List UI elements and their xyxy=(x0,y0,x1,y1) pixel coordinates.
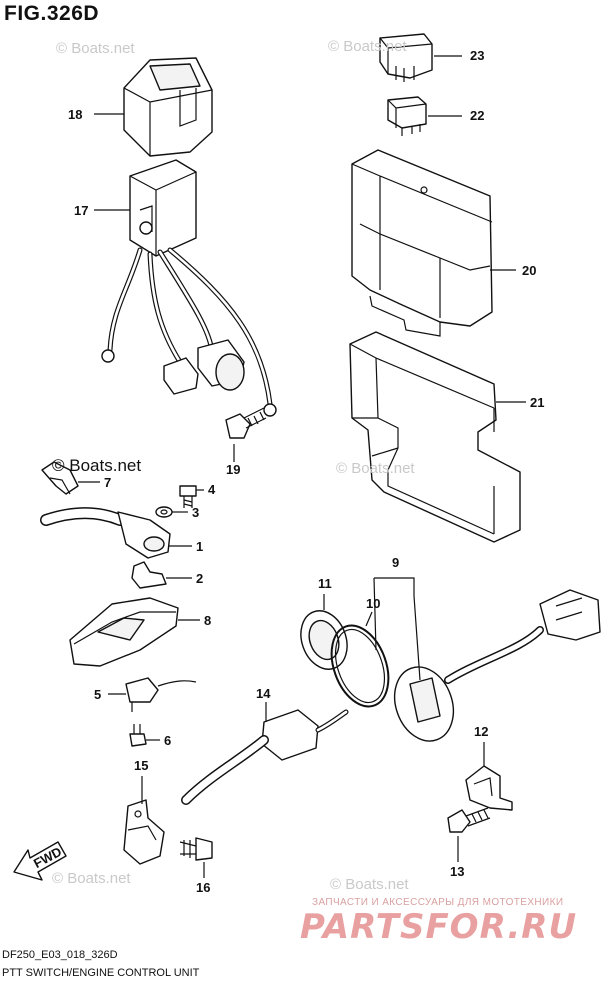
part-7-clamp[interactable] xyxy=(41,461,79,495)
leader-lines xyxy=(78,55,526,878)
callout-10: 10 xyxy=(366,596,380,611)
figure-title: FIG.326D xyxy=(4,2,100,25)
callout-15: 15 xyxy=(134,758,148,773)
watermark: © Boats.net xyxy=(336,460,415,477)
callout-4: 4 xyxy=(208,482,216,497)
callout-21: 21 xyxy=(530,395,544,410)
watermark: © Boats.net xyxy=(56,40,135,57)
part-5-switch[interactable] xyxy=(125,677,197,712)
callout-11: 11 xyxy=(318,576,332,591)
callout-8: 8 xyxy=(204,613,211,628)
shop-logo: PARTSFOR.RU xyxy=(300,907,578,947)
callout-9: 9 xyxy=(392,555,399,570)
part-8-housing[interactable] xyxy=(69,597,179,667)
part-15-bracket[interactable] xyxy=(123,799,165,865)
callout-2: 2 xyxy=(196,571,203,586)
part-17-harness[interactable] xyxy=(101,159,277,417)
part-21-bracket[interactable] xyxy=(349,331,521,543)
part-13-bolt[interactable] xyxy=(447,807,491,833)
part-22-relay[interactable] xyxy=(387,96,427,136)
watermark: © Boats.net xyxy=(52,870,131,887)
part-1-sensor[interactable] xyxy=(40,507,171,559)
callout-14: 14 xyxy=(256,686,271,701)
callout-1: 1 xyxy=(196,539,203,554)
callout-22: 22 xyxy=(470,108,484,123)
callout-13: 13 xyxy=(450,864,464,879)
callout-20: 20 xyxy=(522,263,536,278)
part-11-bezel[interactable] xyxy=(293,604,355,675)
watermark: © Boats.net xyxy=(328,38,407,55)
part-6-screw[interactable] xyxy=(129,724,147,747)
callout-7: 7 xyxy=(104,475,111,490)
callout-3: 3 xyxy=(192,505,199,520)
part-12-clip[interactable] xyxy=(465,765,513,811)
callout-18: 18 xyxy=(68,107,82,122)
watermark-accent: © Boats.net xyxy=(52,456,142,475)
callout-17: 17 xyxy=(74,203,88,218)
part-19-bolt[interactable] xyxy=(225,407,267,439)
callout-6: 6 xyxy=(164,733,171,748)
watermark: © Boats.net xyxy=(330,876,409,893)
part-18-cover[interactable] xyxy=(123,57,213,157)
part-3-washer[interactable] xyxy=(155,506,173,518)
part-14-connector[interactable] xyxy=(181,709,349,805)
callout-12: 12 xyxy=(474,724,488,739)
figure-caption: PTT SWITCH/ENGINE CONTROL UNIT xyxy=(2,967,200,979)
callout-16: 16 xyxy=(196,880,210,895)
callout-19: 19 xyxy=(226,462,240,477)
callout-23: 23 xyxy=(470,48,484,63)
part-10-o-ring[interactable] xyxy=(321,618,399,715)
figure-code: DF250_E03_018_326D xyxy=(2,949,118,961)
part-23-relay-socket[interactable] xyxy=(379,33,433,82)
part-4-screw[interactable] xyxy=(179,485,197,508)
part-20-ecu[interactable] xyxy=(351,149,493,337)
part-9-switch-assy[interactable] xyxy=(385,589,601,749)
callout-5: 5 xyxy=(94,687,101,702)
shop-tagline: ЗАПЧАСТИ И АКСЕССУАРЫ ДЛЯ МОТОТЕХНИКИ xyxy=(312,897,564,908)
part-16-screw[interactable] xyxy=(179,837,213,861)
part-2-arm[interactable] xyxy=(131,561,167,589)
